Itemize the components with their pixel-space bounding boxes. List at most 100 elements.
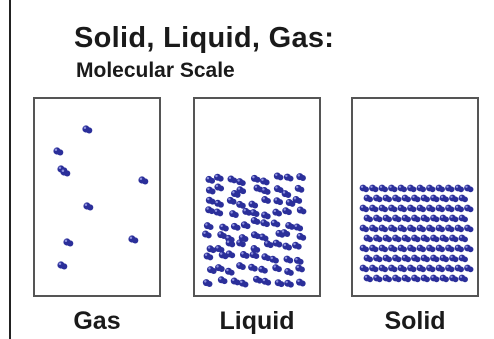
molecule xyxy=(214,245,225,253)
molecule xyxy=(369,264,379,273)
molecule xyxy=(225,239,236,248)
liquid-label: Liquid xyxy=(219,307,295,335)
molecule xyxy=(203,222,214,231)
molecule xyxy=(439,254,449,263)
molecule xyxy=(205,175,216,184)
molecule xyxy=(296,278,306,287)
molecule xyxy=(401,274,411,283)
molecule xyxy=(250,216,261,225)
molecule xyxy=(420,274,430,283)
molecule xyxy=(214,183,225,192)
molecule xyxy=(230,277,241,286)
molecule xyxy=(248,200,259,209)
molecule xyxy=(435,244,445,253)
molecule xyxy=(401,234,411,243)
molecule xyxy=(454,224,464,233)
molecule xyxy=(454,204,464,213)
molecule xyxy=(388,204,398,213)
molecule xyxy=(292,195,303,204)
molecule xyxy=(203,252,214,261)
molecule xyxy=(373,234,383,243)
molecule xyxy=(82,125,93,134)
molecule xyxy=(430,214,440,223)
molecule xyxy=(225,250,236,259)
molecule xyxy=(205,196,216,205)
molecule xyxy=(259,177,270,186)
molecule xyxy=(382,214,392,223)
gas-container xyxy=(33,97,161,297)
molecule xyxy=(378,184,388,193)
molecule xyxy=(261,277,272,286)
molecule xyxy=(420,254,430,263)
molecule xyxy=(382,234,392,243)
molecule xyxy=(416,264,426,273)
molecule xyxy=(224,267,235,276)
molecule xyxy=(363,274,373,283)
molecule xyxy=(296,173,306,181)
molecule xyxy=(449,254,459,263)
molecule xyxy=(454,244,464,253)
molecule xyxy=(454,264,464,273)
molecule xyxy=(458,234,468,243)
molecule xyxy=(416,244,426,253)
molecule xyxy=(273,172,284,181)
molecule xyxy=(397,224,407,233)
molecule xyxy=(430,274,440,283)
molecule xyxy=(205,186,216,195)
molecule xyxy=(458,254,468,263)
molecule xyxy=(430,234,440,243)
molecule xyxy=(273,185,284,194)
molecule xyxy=(373,194,383,203)
diagram-subtitle: Molecular Scale xyxy=(76,59,235,82)
molecule xyxy=(53,147,64,156)
molecule xyxy=(248,263,258,272)
molecule xyxy=(392,194,402,203)
molecule xyxy=(416,224,426,233)
molecule xyxy=(426,244,436,253)
molecule xyxy=(411,214,421,223)
molecule xyxy=(249,209,260,217)
molecule xyxy=(401,194,411,203)
molecule xyxy=(261,253,271,262)
molecule xyxy=(202,279,213,287)
molecule xyxy=(435,264,445,273)
molecule xyxy=(236,200,246,209)
molecule xyxy=(282,207,292,216)
molecule xyxy=(202,230,212,239)
molecule xyxy=(214,173,224,182)
molecule xyxy=(269,255,279,264)
molecule xyxy=(229,210,239,219)
molecule xyxy=(281,190,292,198)
molecule xyxy=(392,254,402,263)
molecule xyxy=(378,204,388,213)
molecule xyxy=(253,184,264,193)
molecule xyxy=(439,194,449,203)
molecule xyxy=(378,264,388,273)
molecule xyxy=(359,264,369,273)
molecule xyxy=(388,224,398,233)
molecule xyxy=(378,224,388,233)
molecule xyxy=(363,234,373,243)
molecule xyxy=(261,196,271,204)
molecule xyxy=(411,254,421,263)
liquid-container xyxy=(193,97,321,297)
molecule xyxy=(57,261,68,270)
molecule xyxy=(205,206,215,215)
molecule xyxy=(207,266,217,274)
molecule xyxy=(411,194,421,203)
molecule xyxy=(359,244,369,253)
molecule xyxy=(397,184,407,193)
molecule xyxy=(373,254,383,263)
molecule xyxy=(426,264,436,273)
molecule xyxy=(273,197,284,206)
molecule xyxy=(359,204,369,213)
molecule xyxy=(420,194,430,203)
molecule xyxy=(258,233,269,242)
molecule xyxy=(378,244,388,253)
solid-molecules xyxy=(359,184,474,283)
molecule xyxy=(445,224,455,233)
molecule xyxy=(258,265,268,274)
molecule xyxy=(382,274,392,283)
molecule xyxy=(369,204,379,213)
molecule xyxy=(294,184,305,193)
